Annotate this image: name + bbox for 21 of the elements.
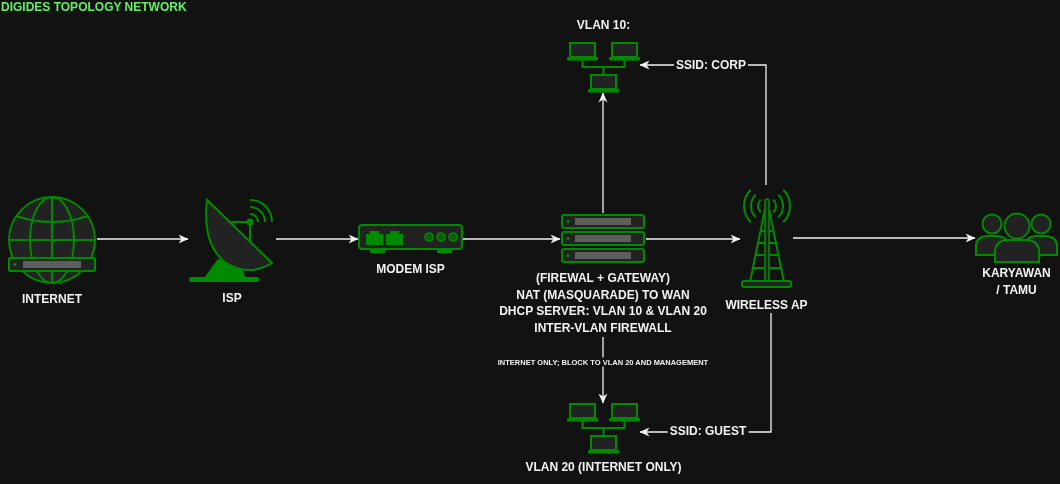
node-label: MODEM ISP	[376, 261, 445, 278]
node-label: (FIREWAL + GATEWAY)	[535, 270, 671, 287]
arrow	[598, 336, 608, 404]
arrow	[598, 92, 608, 214]
node-label: INTERNET	[22, 291, 82, 308]
node-label: KARYAWAN / TAMU	[981, 265, 1052, 298]
node-label: VLAN 20 (INTERNET ONLY)	[525, 459, 682, 476]
arrow	[96, 234, 189, 244]
node-label: VLAN 10:	[576, 17, 631, 34]
arrow	[792, 233, 976, 243]
node-label: WIRELESS AP	[725, 297, 808, 314]
node-label: INTER-VLAN FIREWALL	[534, 319, 672, 336]
edge-label: SSID: GUEST	[667, 424, 749, 438]
node-label: NAT (MASQUARADE) TO WAN	[516, 286, 690, 303]
arrow	[275, 234, 359, 244]
edge-label: SSID: CORP	[674, 58, 748, 72]
node-label: ISP	[222, 290, 242, 307]
arrow	[645, 234, 741, 244]
node-label: DHCP SERVER: VLAN 10 & VLAN 20	[499, 303, 707, 320]
arrow	[462, 234, 561, 244]
diagram-title: DIGIDES TOPOLOGY NETWORK	[1, 0, 187, 14]
